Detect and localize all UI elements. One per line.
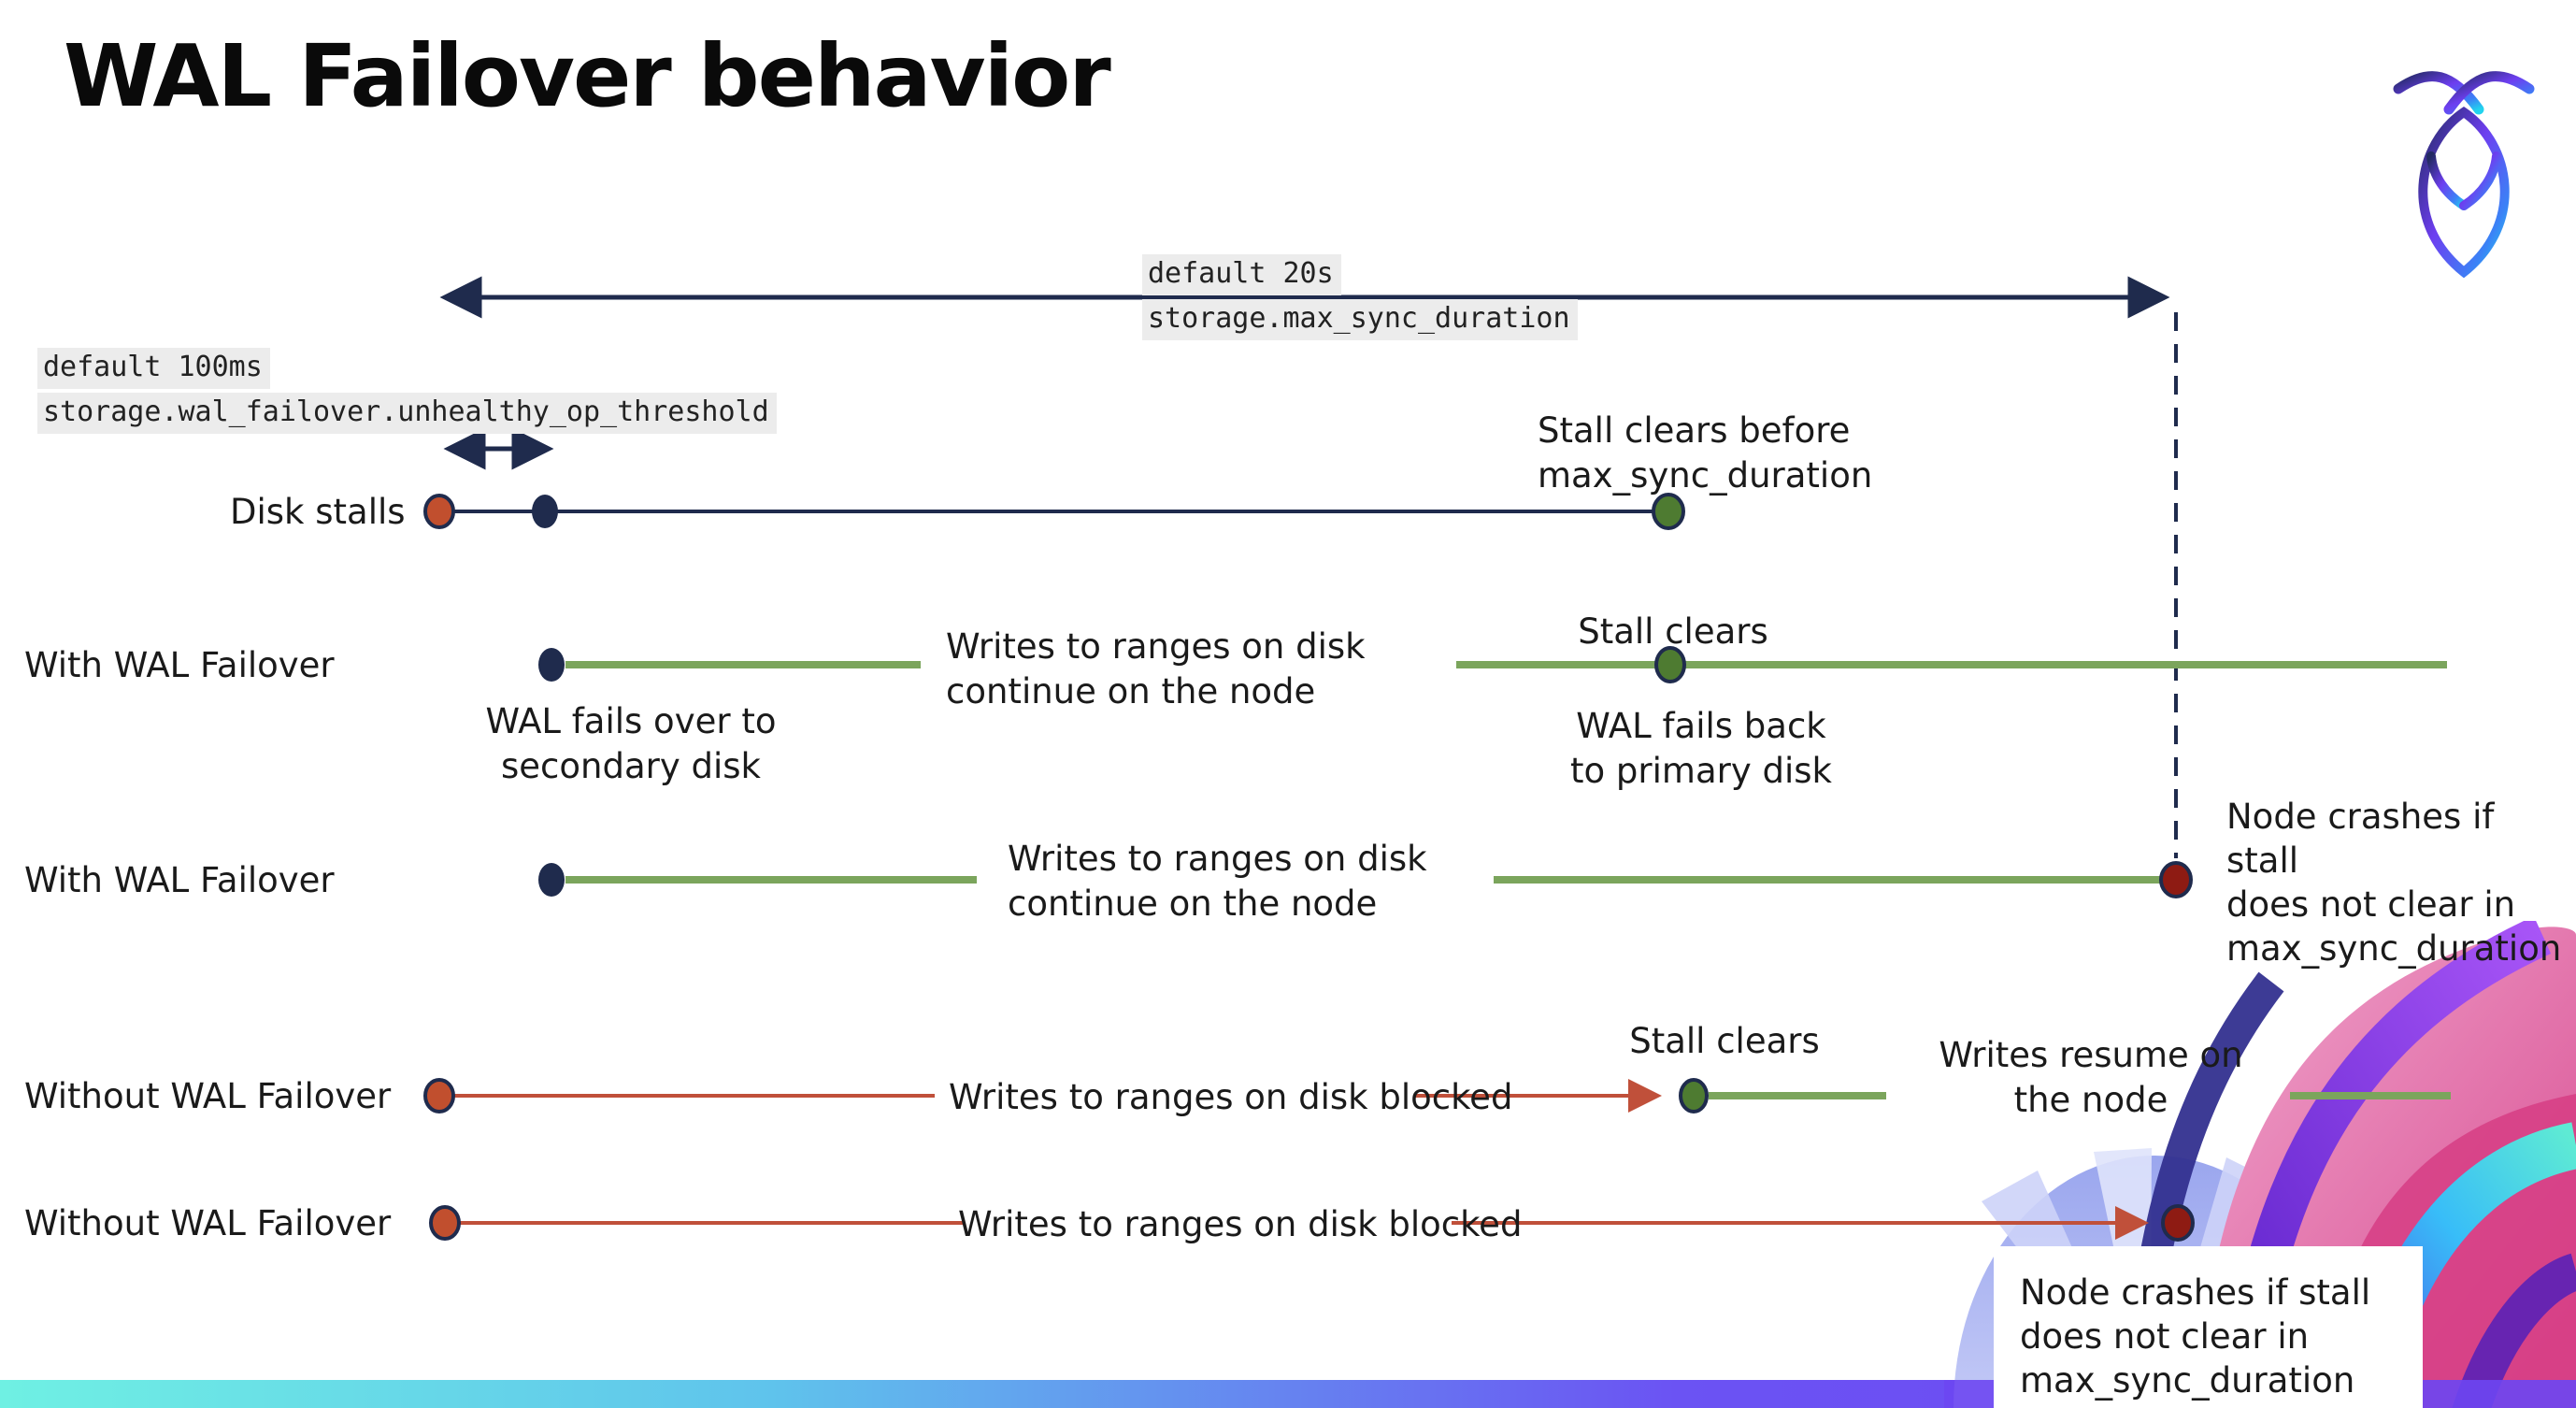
- stall-start-dot: [429, 1205, 461, 1241]
- setting-name: storage.wal_failover.unhealthy_op_thresh…: [37, 393, 777, 434]
- wal-fails-over-note: WAL fails over to secondary disk: [485, 701, 777, 786]
- node-crash-note: Node crashes if stall does not clear in …: [2020, 1272, 2371, 1401]
- row-label-without-wal-failover: Without WAL Failover: [24, 1076, 392, 1116]
- node-crash-note: Node crashes if stall does not clear in …: [2226, 797, 2562, 969]
- writes-blocked-note: Writes to ranges on disk blocked: [958, 1204, 1523, 1244]
- setting-name: storage.max_sync_duration: [1142, 299, 1578, 340]
- row-label-with-wal-failover: With WAL Failover: [24, 860, 335, 900]
- max-sync-duration-setting: default 20s storage.max_sync_duration: [1142, 254, 1578, 340]
- setting-default-value: default 20s: [1142, 254, 1341, 295]
- writes-blocked-note: Writes to ranges on disk blocked: [949, 1077, 1513, 1117]
- stall-start-dot: [423, 1078, 455, 1113]
- row-label-disk-stalls: Disk stalls: [230, 492, 406, 532]
- failover-dot: [538, 648, 565, 682]
- page-title: WAL Failover behavior: [64, 26, 1111, 126]
- cockroach-logo-icon: [2393, 71, 2535, 279]
- wal-fails-back-note: WAL fails back to primary disk: [1570, 706, 1832, 791]
- stall-clears-dot: [1652, 493, 1685, 530]
- writes-continue-note: Writes to ranges on disk continue on the…: [1008, 839, 1427, 924]
- stall-start-dot: [423, 494, 455, 529]
- stall-clears-dot: [1654, 646, 1686, 683]
- stall-clears-dot: [1679, 1078, 1709, 1113]
- stall-clears-note: Stall clears: [1629, 1021, 1820, 1061]
- row-label-without-wal-failover: Without WAL Failover: [24, 1203, 392, 1243]
- failover-dot: [538, 863, 565, 897]
- setting-default-value: default 100ms: [37, 348, 270, 389]
- node-crash-dot: [2159, 861, 2193, 898]
- writes-resume-note: Writes resume on the node: [1939, 1035, 2243, 1120]
- node-crash-dot: [2161, 1204, 2195, 1242]
- node-crash-callout-box: Node crashes if stall does not clear in …: [1994, 1246, 2423, 1408]
- stall-clears-before-note: Stall clears before max_sync_duration: [1538, 410, 1873, 496]
- threshold-dot: [532, 495, 558, 528]
- stall-clears-note: Stall clears: [1578, 611, 1768, 652]
- unhealthy-op-threshold-setting: default 100ms storage.wal_failover.unhea…: [37, 348, 777, 434]
- writes-continue-note: Writes to ranges on disk continue on the…: [946, 626, 1366, 711]
- row-label-with-wal-failover: With WAL Failover: [24, 645, 335, 685]
